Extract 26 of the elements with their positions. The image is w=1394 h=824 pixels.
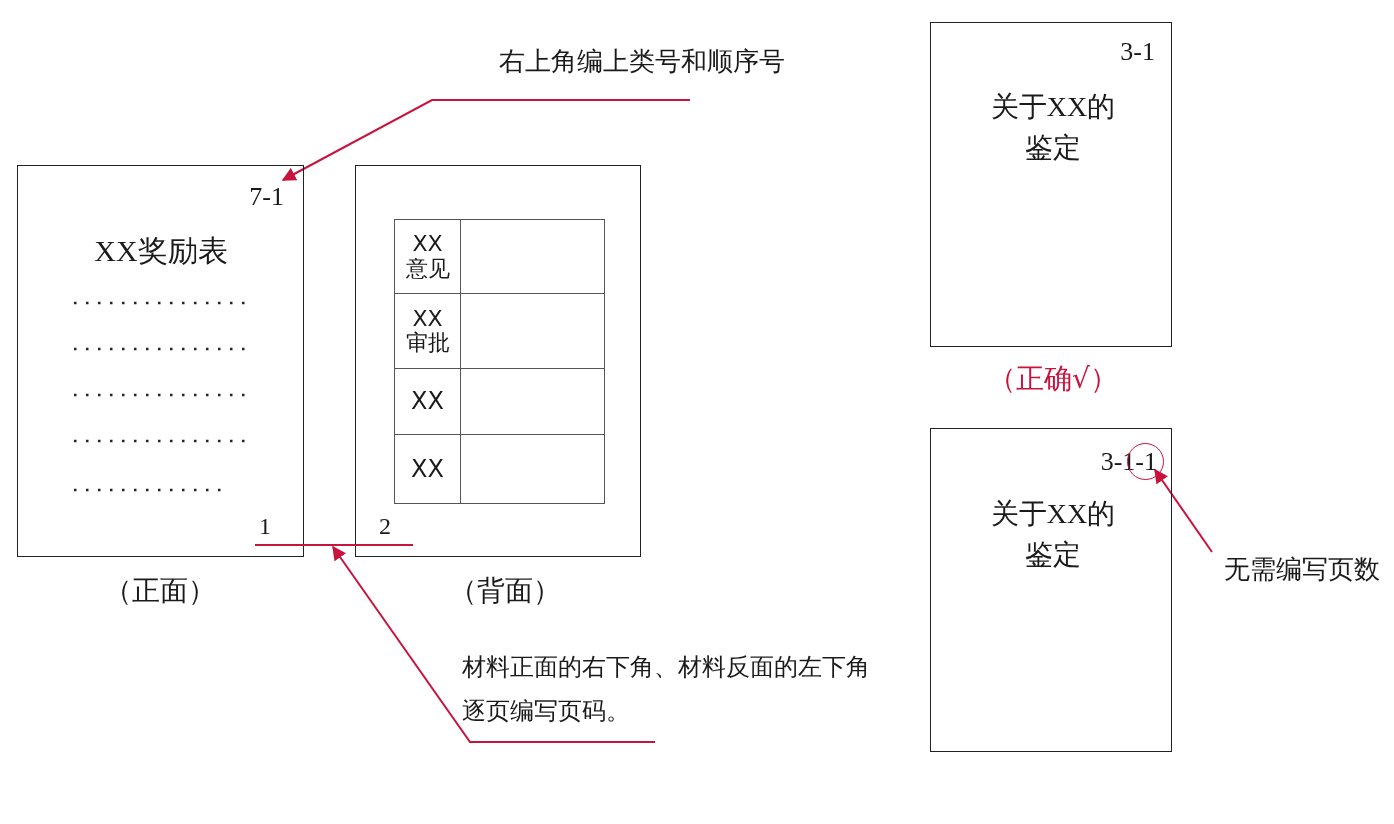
caption-text: （正面）: [103, 573, 217, 609]
page-sheet: [930, 22, 1172, 347]
page-number: 1: [259, 512, 272, 541]
callout-text: 右上角编上类号和顺序号: [415, 40, 785, 84]
caption-text: （正确√）: [987, 361, 1119, 397]
page-title: 关于XX的鉴定: [989, 90, 1117, 165]
arrow: [332, 545, 656, 743]
table-cell: XX: [394, 368, 461, 435]
table-cell: XX意见: [394, 219, 461, 294]
page-sheet: [17, 165, 304, 557]
page-sheet: [355, 165, 641, 557]
arrow: [281, 99, 691, 181]
caption-text: （背面）: [448, 573, 562, 609]
underline: [255, 544, 413, 546]
page-number: 2: [379, 512, 392, 541]
table-cell: XX: [394, 434, 461, 504]
callout-text: 无需编写页数: [1180, 550, 1380, 590]
page-sheet: [930, 428, 1172, 752]
table-cell: XX审批: [394, 293, 461, 369]
serial-number: 7-1: [234, 180, 284, 214]
page-title: 关于XX的鉴定: [989, 497, 1117, 572]
arrow: [1154, 468, 1213, 553]
serial-number: 3-1: [1095, 35, 1155, 69]
callout-text: 材料正面的右下角、材料反面的左下角逐页编写页码。: [462, 645, 882, 741]
serial-number: 3-1-1: [1065, 445, 1157, 479]
page-title: XX奖励表: [93, 233, 229, 269]
